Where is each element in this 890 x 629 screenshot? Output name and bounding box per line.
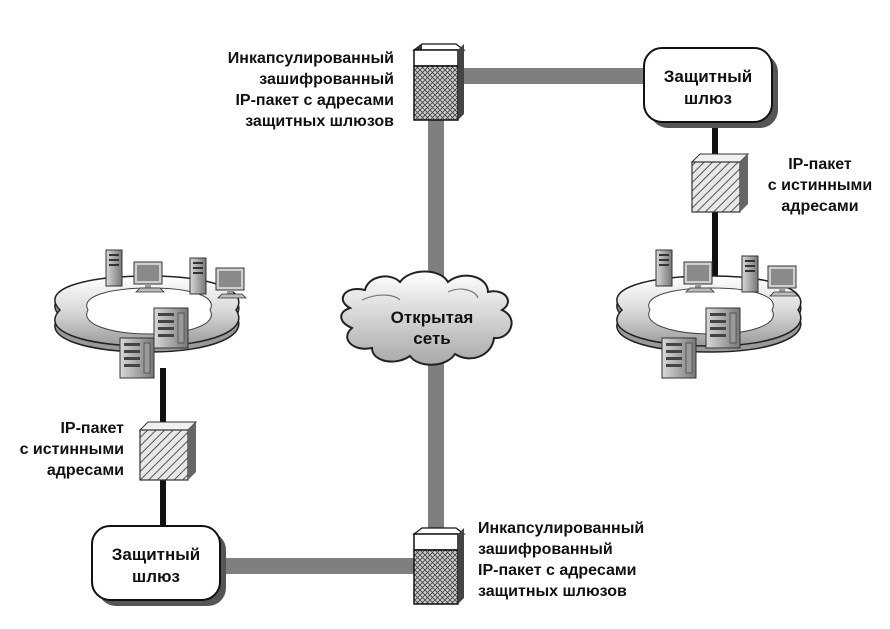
packet-right-line1: IP-пакет (788, 156, 852, 173)
encapsulated-bottom-line2: зашифрованный (478, 541, 613, 558)
gateway-bottom-line2: шлюз (132, 567, 180, 586)
open-network-cloud: Открытая сеть (340, 270, 513, 366)
encapsulated-top-line1: Инкапсулированный (228, 50, 394, 67)
packet-right-line2: с истинными (768, 177, 872, 194)
encapsulated-top-line4: защитных шлюзов (245, 113, 394, 130)
encapsulated-bottom-line4: защитных шлюзов (478, 583, 627, 600)
label-packet-left: IP-пакет с истинными адресами (20, 420, 125, 479)
lan-left-server-1 (153, 307, 189, 349)
encapsulated-bottom-line1: Инкапсулированный (478, 520, 644, 537)
ip-packet-right (690, 153, 750, 213)
packet-left-line1: IP-пакет (60, 420, 124, 437)
lan-left-server-2 (119, 337, 155, 379)
gateway-top: Защитный шлюз (643, 47, 778, 128)
label-encapsulated-bottom: Инкапсулированный зашифрованный IP-пакет… (478, 520, 644, 600)
gateway-bottom: Защитный шлюз (91, 525, 226, 606)
gateway-top-line1: Защитный (664, 67, 752, 86)
label-packet-right: IP-пакет с истинными адресами (768, 156, 872, 215)
cloud-label-line2: сеть (413, 329, 450, 348)
lan-right (616, 249, 802, 379)
lan-right-server-2 (661, 337, 697, 379)
packet-left-line3: адресами (47, 462, 124, 479)
gateway-bottom-line1: Защитный (112, 545, 200, 564)
packet-left-line2: с истинными (20, 441, 124, 458)
encapsulated-packet-bottom (412, 527, 466, 605)
lan-right-server-1 (705, 307, 741, 349)
cloud-label-line1: Открытая (391, 308, 474, 327)
gateway-top-line2: шлюз (684, 89, 732, 108)
lan-left (54, 249, 247, 379)
lan-right-tower-2 (741, 255, 759, 293)
encapsulated-top-line2: зашифрованный (259, 71, 394, 88)
lan-left-tower-2 (189, 257, 207, 295)
lan-right-tower-1 (655, 249, 673, 287)
encapsulated-top-line3: IP-пакет с адресами (235, 92, 394, 109)
packet-right-line3: адресами (781, 198, 858, 215)
ip-packet-left (138, 421, 198, 481)
encapsulated-packet-top (412, 43, 466, 121)
label-encapsulated-top: Инкапсулированный зашифрованный IP-пакет… (228, 50, 394, 130)
encapsulated-bottom-line3: IP-пакет с адресами (478, 562, 637, 579)
lan-left-tower-1 (105, 249, 123, 287)
